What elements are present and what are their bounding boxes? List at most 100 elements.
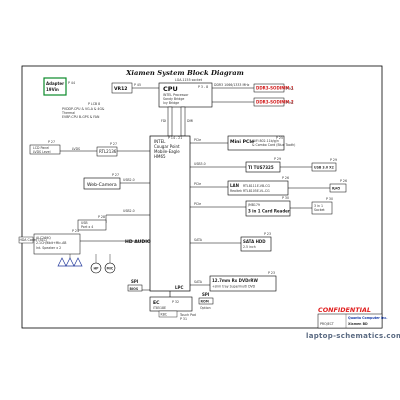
audio-line2: 2.1CH/6bit+Mic-AB	[36, 241, 66, 245]
vr12-block: VR12 P 45	[111, 82, 159, 94]
kbc-page: P 31	[180, 317, 187, 321]
ddr-channel-a-page: P 12	[286, 87, 293, 91]
lpc-label: LPC	[175, 285, 183, 290]
audio-codec-tag: HDA Codec (ALC)	[20, 238, 48, 242]
ddr-channel-b-page: P 13	[286, 101, 293, 105]
lan-page: P 26	[282, 176, 289, 180]
card-reader-label: 3 in 1 Card Reader	[248, 209, 290, 214]
odd-bus: SATA	[194, 280, 203, 284]
ec-chip: IT8518E	[153, 306, 166, 310]
odd-page: P 23	[268, 271, 275, 275]
adapter-line1: Adapter	[46, 81, 64, 86]
audio-line1: ALC269Q	[36, 236, 51, 240]
lan-group: PCIe LAN RTL8111E-VB-CG Realtek RTL8105E…	[190, 180, 347, 196]
vr12-label: VR12	[114, 86, 128, 92]
usb-ports-label: USB	[81, 221, 88, 225]
kbc-touchpad: Touch Pad	[179, 313, 196, 317]
fdi-label: FDI	[161, 119, 166, 123]
usb3-group: USB3.0 TI TUS7325 USB 3.0 X2	[190, 161, 337, 173]
cpu-name: CPU	[163, 85, 178, 93]
dmi-label: DMI	[187, 119, 193, 123]
sheet-border	[21, 65, 383, 329]
sata-hdd-page: P 23	[264, 232, 271, 236]
card-reader-group: PCIe JMB179 3 in 1 Card Reader 3 in 1 So…	[190, 200, 333, 217]
sd-slot-line2: Socket	[314, 208, 325, 212]
mini-pcie-label: Mini PCIe	[230, 139, 254, 145]
display-group: LCD Panel LVDS Level LVDS RTL2136 Web-Ca…	[29, 144, 150, 190]
fdi-dmi-links: FDI DMI	[161, 106, 193, 137]
power-line3: Thermal	[61, 111, 75, 115]
sd-slot-page: P 30	[326, 197, 333, 201]
cpu-line3: Ivy Bridge	[163, 101, 179, 105]
mini-pcie-bus: PCIe	[194, 138, 201, 142]
rtl-page: P 27	[110, 142, 117, 146]
audio-page: P 24	[72, 229, 79, 233]
mini-pcie-group: PCIe Mini PCIe WiFi 802.11b/g/n & Combo …	[190, 135, 295, 151]
adapter-block: Adapter 19Vin P 44	[43, 77, 75, 96]
lcd-page: P 27	[48, 140, 55, 144]
ddr-channel-b: DDR3-SODIMM-2	[256, 100, 294, 105]
usb3-ports: USB 3.0 X2	[314, 166, 334, 170]
cpu-line1: INTEL Processor	[163, 93, 189, 97]
model-label: Xiamen BD	[348, 322, 368, 326]
ec-block: EC IT8518E P 32 KBC	[149, 296, 193, 318]
lcd-sub: LVDS Level	[33, 150, 51, 154]
usb3-bus: USB3.0	[194, 162, 206, 166]
sata-hdd-label: SATA HDD	[243, 239, 266, 244]
rom-label: ROM	[201, 300, 209, 304]
ec-label: EC	[153, 300, 160, 306]
lcd-label: LCD Panel	[33, 146, 49, 150]
webcam-page: P 27	[112, 173, 119, 177]
rj45-page: P 26	[340, 179, 347, 183]
spi-left-label: SPI	[131, 279, 139, 284]
odd-line2: +slim tray Supermulti DVD	[212, 285, 256, 289]
webcam-label: Web-Camera	[87, 182, 117, 188]
lan-bus: PCIe	[194, 182, 201, 186]
mic-jack-label: MIC	[107, 267, 114, 271]
rj45-label: RJ45	[332, 187, 340, 191]
card-reader-page: P 30	[282, 196, 289, 200]
power-line2: PVDDP-CPU & VG-A & 4G&	[62, 107, 105, 111]
lan-sub: Realtek	[230, 189, 242, 193]
company-name: Quanta Computer Inc.	[348, 316, 388, 320]
audio-group: ALC269Q 2.1CH/6bit+Mic-AB Int. Speaker x…	[18, 233, 151, 274]
lan-line1: RTL8111E-VB-CG	[243, 184, 271, 188]
usb3-ports-page: P 29	[330, 158, 337, 162]
bios-label: BIOS	[130, 287, 139, 291]
rtl-label: RTL2136	[99, 149, 117, 154]
adapter-line2: 19Vin	[46, 87, 59, 92]
usb-ports-page: P 28	[98, 215, 105, 219]
spi-right-label: SPI	[202, 292, 210, 297]
vr12-page: P 45	[134, 83, 141, 87]
sata-hdd-bus: SATA	[194, 238, 203, 242]
lvds-label: LVDS	[72, 147, 80, 151]
cpu-socket-label: LGA-1155 socket	[175, 78, 203, 82]
confidential-mark: CONFIDENTIAL	[318, 306, 371, 314]
lan-label: LAN	[230, 183, 239, 188]
sata-hdd-group: SATA SATA HDD 2.5 inch	[190, 236, 272, 252]
audio-line3: Int. Speaker x 2	[36, 246, 61, 250]
project-label: PROJECT	[320, 322, 334, 326]
pch-line2: Cougar Point	[154, 144, 180, 149]
adapter-page: P 44	[68, 81, 75, 85]
mini-pcie-page: P 25	[276, 136, 283, 140]
mini-pcie-line1: WiFi 802.11b/g/n	[252, 139, 279, 143]
pch-line4: HM65	[154, 154, 166, 159]
hp-jack-label: HP	[94, 267, 100, 271]
ddr-channel-a: DDR3-SODIMM-1	[256, 86, 294, 91]
usb-ports-count: Port x 4	[81, 225, 93, 229]
mini-pcie-line2: & Combo Card (Blue Tooth)	[252, 143, 295, 147]
watermark: laptop-schematics.com	[306, 332, 400, 340]
card-reader-bus: PCIe	[194, 202, 201, 206]
cpu-line2: Sandy Bridge	[163, 97, 184, 101]
usb3-chip: TI TUS7325	[248, 165, 274, 170]
odd-line1: 12.7mm Rx DVDrRW	[212, 278, 258, 283]
card-reader-chip: JMB179	[247, 203, 260, 207]
bottom-bus: SPI BIOS LPC SPI ROM Option	[127, 279, 214, 310]
webcam-usb-label: USB2.0	[123, 178, 135, 182]
odd-group: SATA 12.7mm Rx DVDrRW +slim tray Supermu…	[190, 275, 277, 292]
ddr-bus-label: DDR3 1066/1333 MHz	[214, 83, 250, 87]
diagram-title: Xiamen System Block Diagram	[125, 69, 244, 77]
